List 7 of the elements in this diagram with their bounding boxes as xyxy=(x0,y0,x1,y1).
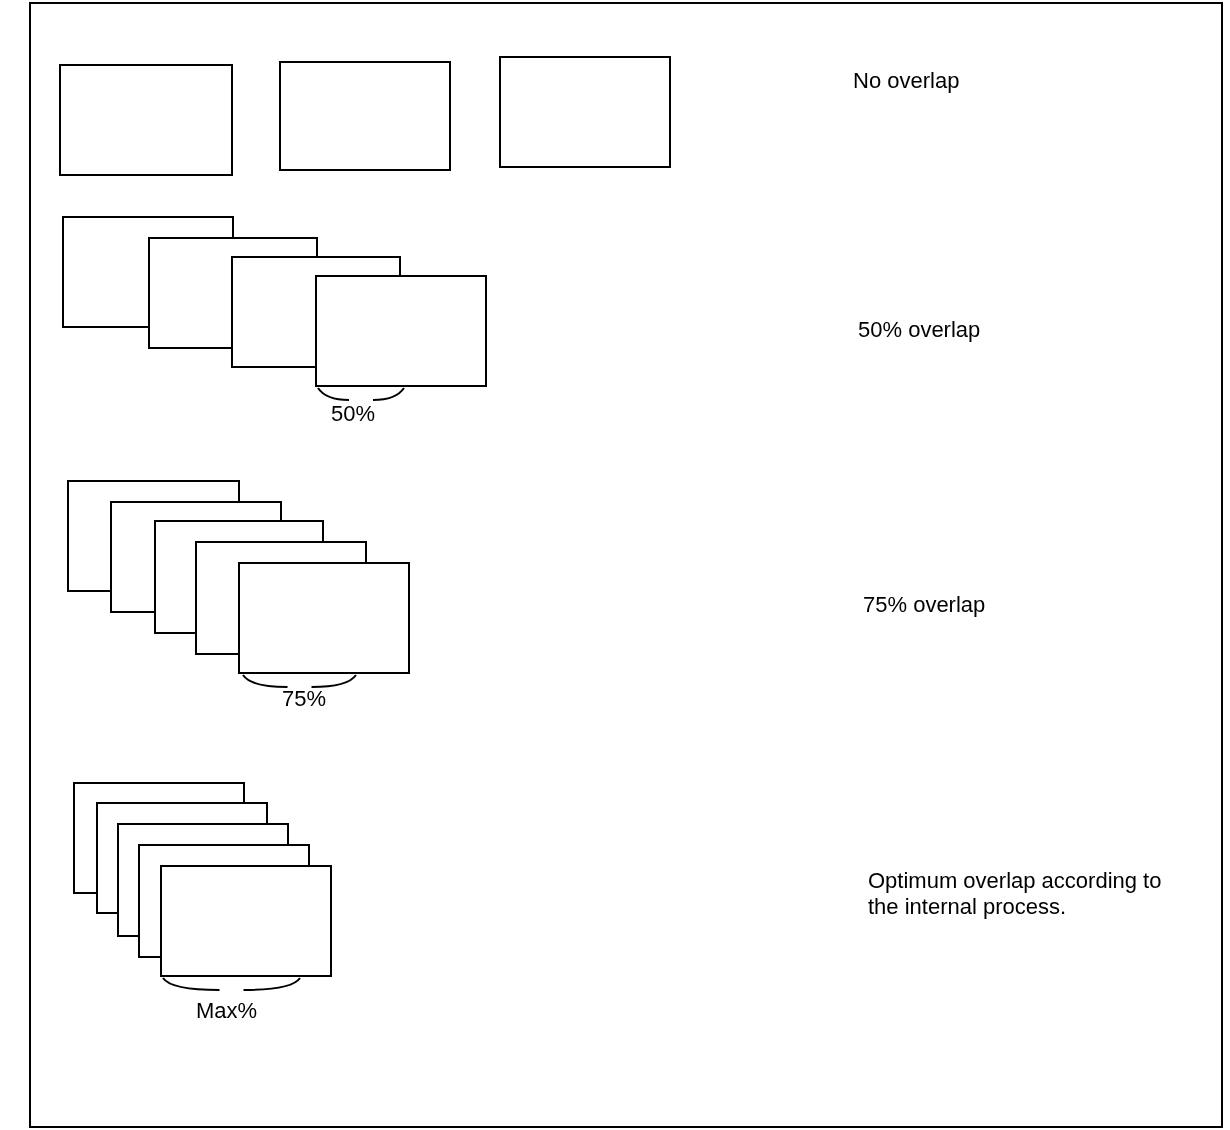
percent-label: 50% xyxy=(331,401,376,427)
percent-label: Max% xyxy=(196,998,258,1024)
row-label: 50% overlap xyxy=(858,317,981,343)
row-label: 75% overlap xyxy=(863,592,986,618)
percent-label: 75% xyxy=(282,686,327,712)
row-label: Optimum overlap according to the internal process. xyxy=(868,868,1163,920)
row-label: No overlap xyxy=(853,68,960,94)
